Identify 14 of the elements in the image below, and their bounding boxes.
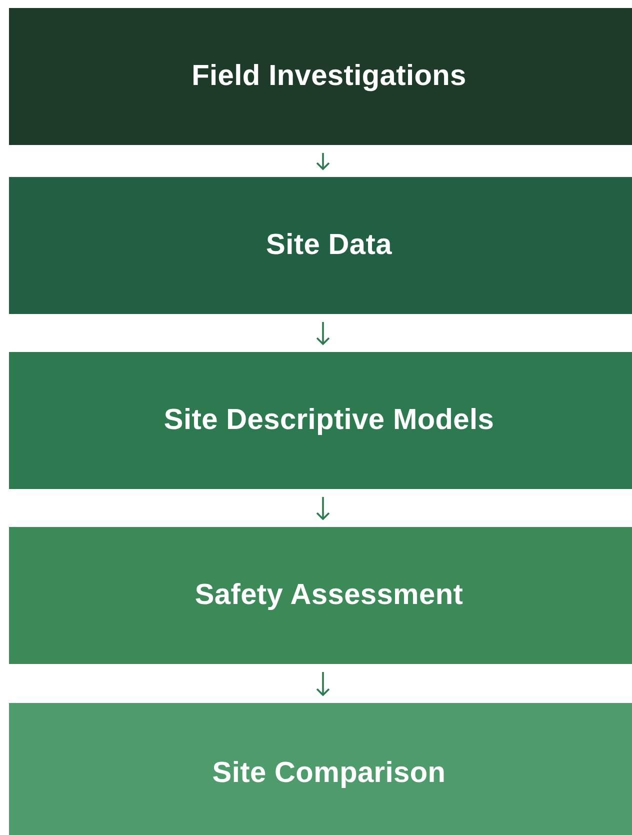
box-label: Field Investigations — [190, 60, 468, 93]
box-label: Site Data — [265, 229, 393, 262]
arrow — [316, 153, 330, 170]
process-box — [9, 8, 632, 145]
box-label: Site Descriptive Models — [162, 404, 496, 437]
process-box — [9, 352, 632, 489]
box-label: Safety Assessment — [194, 579, 464, 612]
arrow — [316, 672, 330, 696]
process-box — [9, 703, 632, 835]
arrow — [316, 497, 330, 520]
process-box — [9, 527, 632, 664]
process-box — [9, 177, 632, 314]
arrow — [316, 322, 330, 346]
box-label: Site Comparison — [211, 756, 447, 790]
